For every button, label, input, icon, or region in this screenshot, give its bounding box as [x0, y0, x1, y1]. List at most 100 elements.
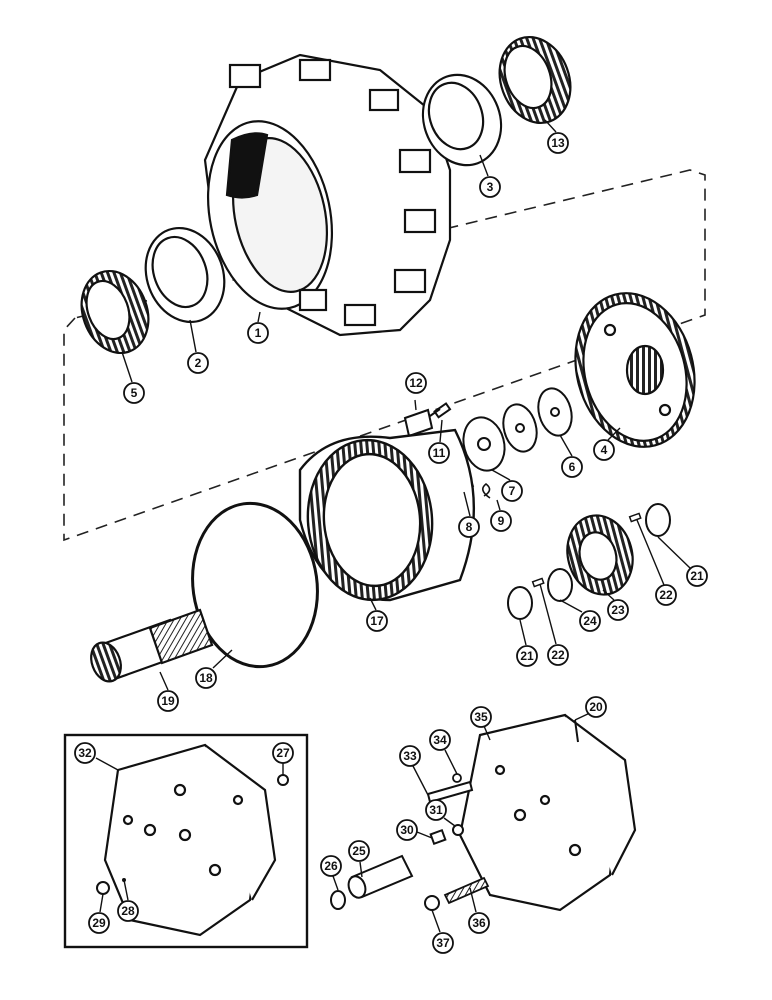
callout-34: 34: [429, 729, 451, 751]
callout-28: 28: [117, 900, 139, 922]
callout-label: 30: [400, 823, 414, 837]
callout-label: 9: [498, 514, 505, 528]
callout-2: 2: [187, 352, 209, 374]
callout-label: 18: [199, 671, 213, 685]
callout-label: 5: [131, 386, 138, 400]
callout-7: 7: [501, 480, 523, 502]
planetary-cover: [458, 713, 637, 912]
callout-label: 1: [255, 326, 262, 340]
lock-wire: [482, 482, 491, 499]
cover-bolt: [426, 780, 474, 804]
inset-cover: [103, 743, 277, 937]
large-spur-gear: [574, 292, 696, 448]
callout-label: 35: [474, 710, 488, 724]
dashed-assembly-line: [63, 169, 706, 542]
callout-label: 21: [520, 649, 534, 663]
callout-32: 32: [74, 742, 96, 764]
callout-label: 13: [551, 136, 565, 150]
callout-33: 33: [399, 745, 421, 767]
callout-35: 35: [470, 706, 492, 728]
callout-label: 23: [611, 603, 625, 617]
bearing-cup: [144, 226, 226, 324]
callout-37: 37: [432, 932, 454, 954]
callout-21-right: 21: [686, 565, 708, 587]
callout-label: 11: [433, 446, 446, 460]
callout-label: 7: [509, 484, 516, 498]
callout-label: 19: [161, 694, 175, 708]
hub-housing: [203, 53, 452, 337]
callout-label: 34: [433, 733, 447, 747]
thrust-pin: [347, 854, 414, 899]
needle-pin-left: [531, 577, 545, 588]
callout-3: 3: [479, 176, 501, 198]
callout-9: 9: [490, 510, 512, 532]
inner-bearing-cone: [80, 269, 150, 355]
callout-label: 33: [403, 749, 417, 763]
callout-12: 12: [405, 372, 427, 394]
callout-group: 1 2 3 4 5 6 7 8: [74, 132, 708, 954]
stud-nut: [424, 895, 440, 911]
callout-label: 2: [195, 356, 202, 370]
callout-19: 19: [157, 690, 179, 712]
leader-lines: [95, 119, 691, 933]
callout-27: 27: [272, 742, 294, 764]
callout-label: 21: [690, 569, 704, 583]
callout-label: 22: [659, 588, 673, 602]
alignment-pin: [574, 719, 579, 743]
ring-gear: [298, 428, 476, 602]
thrust-washer-right: [645, 503, 671, 537]
callout-22-right: 22: [655, 584, 677, 606]
callout-label: 26: [324, 859, 338, 873]
callout-label: 17: [370, 614, 384, 628]
callout-label: 6: [569, 460, 576, 474]
spacer-ring: [547, 568, 573, 602]
callout-23: 23: [607, 599, 629, 621]
callout-label: 8: [466, 520, 473, 534]
lock-plate: [462, 416, 506, 472]
callout-label: 36: [472, 916, 486, 930]
callout-label: 37: [436, 936, 450, 950]
axle-shaft: [90, 608, 214, 683]
callout-30: 30: [396, 819, 418, 841]
callout-5: 5: [123, 382, 145, 404]
lock-tab: [403, 408, 434, 438]
inset-drain-plug: [96, 881, 110, 895]
callout-label: 32: [78, 746, 92, 760]
callout-29: 29: [88, 912, 110, 934]
callout-label: 28: [121, 904, 135, 918]
callout-8: 8: [458, 516, 480, 538]
callout-label: 27: [276, 746, 290, 760]
callout-1: 1: [247, 322, 269, 344]
callout-label: 24: [583, 614, 597, 628]
callout-22-left: 22: [547, 644, 569, 666]
thrust-plate: [502, 387, 573, 453]
plug-washer: [452, 824, 464, 836]
threaded-stud: [443, 876, 490, 905]
planet-gear: [566, 514, 634, 596]
callout-label: 31: [429, 803, 443, 817]
callout-18: 18: [195, 667, 217, 689]
needle-pin-right: [628, 512, 642, 523]
bolt-lock-washer: [452, 773, 462, 783]
outer-bearing-cone: [498, 35, 572, 125]
callout-6: 6: [561, 456, 583, 478]
callout-13: 13: [547, 132, 569, 154]
inset-frame: [63, 733, 309, 949]
thrust-washer-left: [507, 586, 533, 620]
callout-label: 12: [409, 376, 423, 390]
callout-31: 31: [425, 799, 447, 821]
cap-screw: [429, 402, 452, 419]
callout-20: 20: [585, 696, 607, 718]
callout-26: 26: [320, 855, 342, 877]
callout-24: 24: [579, 610, 601, 632]
drain-plug: [429, 828, 447, 846]
callout-25: 25: [348, 840, 370, 862]
callout-4: 4: [593, 439, 615, 461]
callout-label: 4: [601, 443, 608, 457]
o-ring: [191, 501, 319, 669]
callout-17: 17: [366, 610, 388, 632]
outer-bearing-cup: [421, 73, 503, 167]
inset-fill-plug: [277, 774, 289, 786]
callout-label: 22: [551, 648, 565, 662]
